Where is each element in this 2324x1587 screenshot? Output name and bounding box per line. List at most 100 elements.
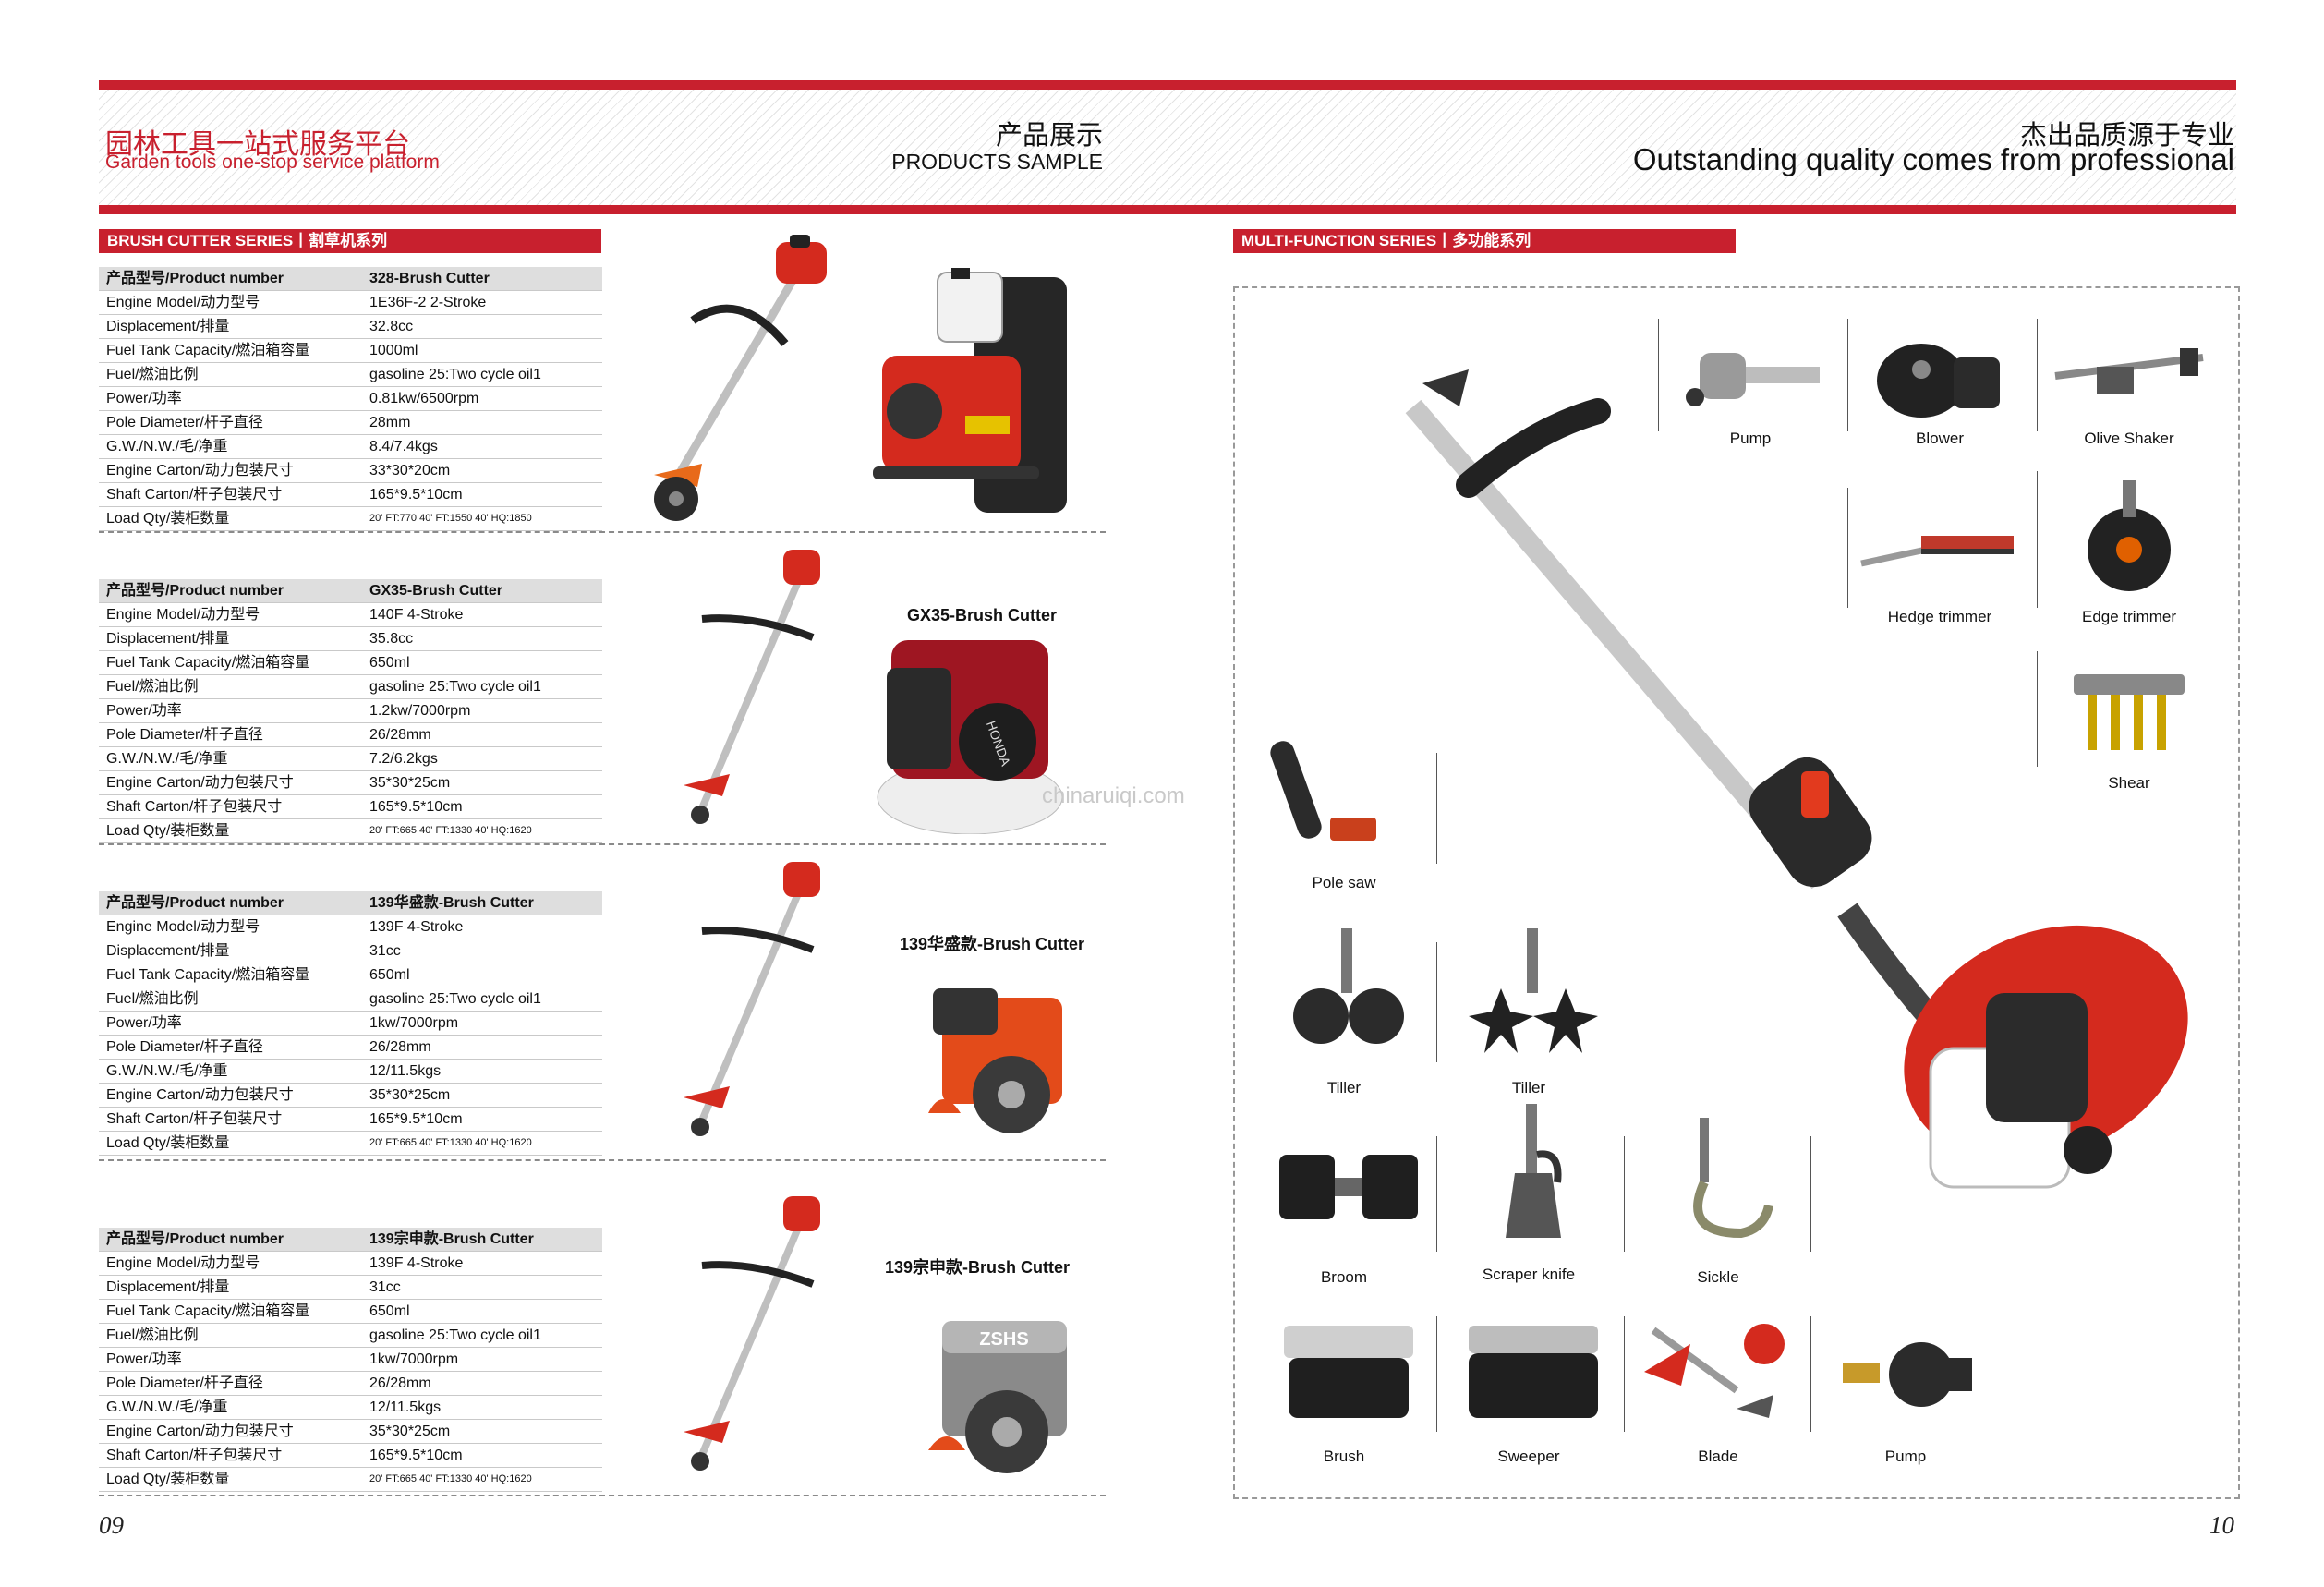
separator: [1810, 1316, 1811, 1432]
model-label-gx35: GX35-Brush Cutter: [907, 606, 1058, 624]
attachment-label-olive-shaker: Olive Shaker: [2084, 430, 2174, 447]
section-divider: [99, 531, 1106, 533]
section-divider: [99, 1159, 1106, 1161]
header-left-cn: 园林工具一站式服务平台: [105, 129, 410, 160]
section-divider: [99, 1495, 1106, 1496]
pump-2-attachment-icon: [1843, 1342, 1972, 1407]
brush-cutter-139-zongshen-image: [684, 1196, 820, 1471]
separator: [1810, 1136, 1811, 1252]
header-mid-en: PRODUCTS SAMPLE: [891, 150, 1103, 174]
attachment-label-pole-saw: Pole saw: [1312, 874, 1376, 891]
attachment-label-pump: Pump: [1729, 430, 1772, 447]
header-bottom-rule: [99, 205, 2236, 214]
attachment-label-sweeper: Sweeper: [1497, 1448, 1560, 1465]
model-label-139-zongshen: 139宗申款-Brush Cutter: [885, 1258, 1071, 1277]
attachment-label-shear: Shear: [2108, 774, 2150, 792]
backpack-engine-image: [873, 268, 1067, 513]
separator: [1847, 319, 1848, 431]
brush-cutter-328-image: [654, 235, 827, 521]
engine-139-zongshen-image: ZSHS: [928, 1321, 1067, 1473]
brush-series-title: BRUSH CUTTER SERIES丨割草机系列: [99, 229, 601, 253]
watermark: chinaruiqi.com: [1042, 783, 1185, 808]
sweeper-attachment-icon: [1469, 1326, 1598, 1418]
separator: [1436, 753, 1437, 864]
attachment-label-tiller-2: Tiller: [1511, 1079, 1546, 1096]
hedge-trimmer-attachment-icon: [1860, 536, 2014, 567]
brush-cutter-139-huasheng-image: [684, 862, 820, 1136]
separator: [1436, 942, 1437, 1062]
attachment-label-sickle: Sickle: [1697, 1268, 1739, 1286]
multi-tool-main-image: [1405, 369, 2188, 1189]
header-top-rule: [99, 80, 2236, 90]
separator: [1436, 1316, 1437, 1432]
engine-brand-mark: ZSHS: [979, 1329, 1028, 1350]
separator: [1436, 1136, 1437, 1252]
brush-attachment-icon: [1284, 1326, 1413, 1418]
attachment-label-broom: Broom: [1320, 1268, 1368, 1286]
header-right-en: Outstanding quality comes from professio…: [1632, 142, 2234, 176]
attachment-label-tiller-1: Tiller: [1326, 1079, 1362, 1096]
pump-attachment-icon: [1686, 353, 1820, 406]
attachment-label-hedge-trimmer: Hedge trimmer: [1887, 608, 1992, 625]
attachment-label-brush: Brush: [1323, 1448, 1365, 1465]
shear-attachment-icon: [2074, 674, 2185, 750]
broom-attachment-icon: [1279, 1155, 1418, 1219]
blade-attachment-icon: [1644, 1324, 1785, 1418]
olive-shaker-attachment-icon: [2054, 348, 2204, 394]
header-mid-cn: 产品展示: [995, 121, 1103, 151]
pole-saw-attachment-icon: [1270, 741, 1376, 841]
brush-cutter-gx35-image: [684, 550, 820, 824]
tiller-attachment-icon: [1293, 928, 1404, 1044]
page-number-left: 09: [99, 1511, 124, 1539]
engine-gx35-image: HONDA: [877, 640, 1063, 834]
scraper-knife-attachment-icon: [1506, 1104, 1562, 1238]
header-right-cn: 杰出品质源于专业: [2019, 121, 2234, 151]
sickle-attachment-icon: [1693, 1118, 1773, 1239]
separator: [1624, 1136, 1625, 1252]
header-hatch-band: [99, 90, 2236, 206]
attachment-label-blade: Blade: [1698, 1448, 1738, 1465]
separator: [1624, 1316, 1625, 1432]
section-divider: [99, 843, 1106, 845]
blower-attachment-icon: [1877, 344, 2000, 418]
model-label-139-huasheng: 139华盛款-Brush Cutter: [900, 935, 1085, 953]
separator: [2037, 319, 2038, 431]
